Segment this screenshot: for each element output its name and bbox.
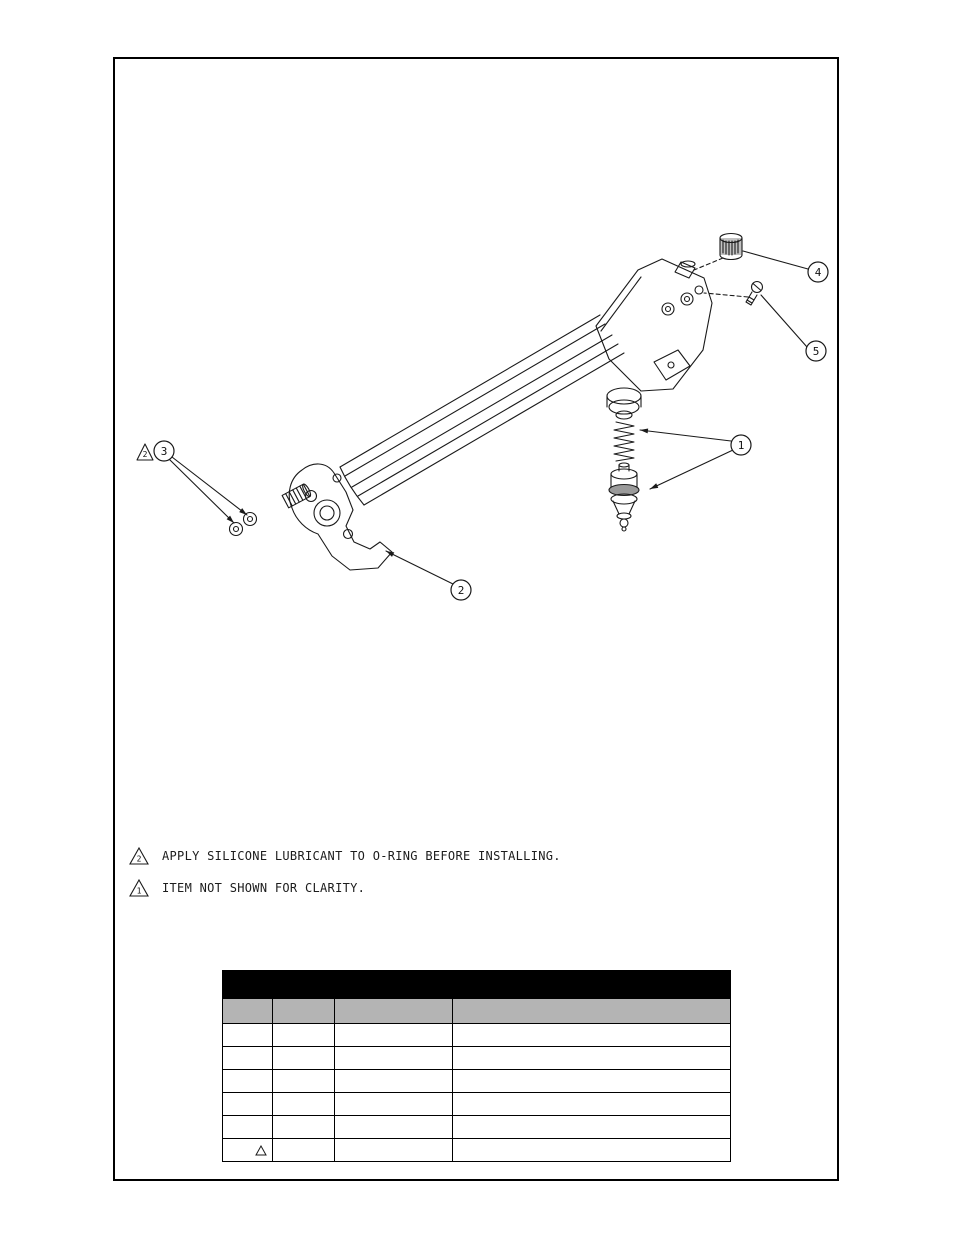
svg-text:1: 1 [738, 439, 745, 452]
parts-table-column-headers [223, 998, 730, 1023]
svg-text:2: 2 [137, 855, 142, 864]
valve-cartridge [608, 462, 640, 532]
parts-table-cell [223, 1070, 273, 1092]
head-assembly [595, 258, 713, 420]
parts-table-cell [273, 1070, 335, 1092]
parts-table-title-bar [223, 971, 730, 998]
parts-table-cell [223, 1047, 273, 1069]
callout-1: 1 [639, 428, 752, 490]
parts-table-row [223, 1138, 730, 1161]
svg-text:5: 5 [813, 345, 820, 358]
parts-table-column-header [223, 999, 273, 1023]
parts-table-cell [273, 1024, 335, 1046]
parts-table-cell [453, 1116, 730, 1138]
parts-table-cell [453, 1047, 730, 1069]
parts-table-cell [453, 1093, 730, 1115]
parts-table-cell [223, 1139, 273, 1161]
row-flag-icon [255, 1144, 267, 1155]
parts-table-row [223, 1115, 730, 1138]
parts-table-cell [223, 1024, 273, 1046]
parts-table-row [223, 1069, 730, 1092]
barrel-tubes [339, 314, 625, 506]
parts-table-cell [453, 1024, 730, 1046]
parts-table [222, 970, 731, 1162]
parts-table-cell [273, 1139, 335, 1161]
parts-table-row [223, 1046, 730, 1069]
note-row: 2 APPLY SILICONE LUBRICANT TO O-RING BEF… [129, 845, 561, 867]
parts-table-cell [273, 1116, 335, 1138]
callout-3: 2 3 [136, 440, 248, 524]
parts-table-cell [453, 1139, 730, 1161]
parts-table-cell [335, 1093, 453, 1115]
parts-table-cell [335, 1047, 453, 1069]
svg-text:4: 4 [815, 266, 822, 279]
svg-text:2: 2 [143, 450, 148, 459]
callout-2: 2 [385, 550, 472, 601]
parts-table-cell [273, 1093, 335, 1115]
set-screw [703, 280, 764, 306]
parts-table-cell [223, 1093, 273, 1115]
parts-table-cell [335, 1116, 453, 1138]
notes-section: 2 APPLY SILICONE LUBRICANT TO O-RING BEF… [129, 845, 561, 909]
callout-4: 4 [742, 250, 829, 283]
parts-table-cell [335, 1139, 453, 1161]
parts-table-column-header [335, 999, 453, 1023]
parts-table-cell [223, 1116, 273, 1138]
parts-table-rows [223, 1023, 730, 1161]
note-flag-1-icon: 1 [129, 879, 149, 897]
washers [228, 511, 258, 537]
parts-table-cell [273, 1047, 335, 1069]
svg-text:3: 3 [161, 445, 168, 458]
callout-5: 5 [760, 294, 827, 362]
cap-nut [693, 232, 743, 271]
note-row: 1 ITEM NOT SHOWN FOR CLARITY. [129, 877, 561, 899]
parts-table-row [223, 1092, 730, 1115]
spring [613, 421, 635, 462]
note-flag-2-icon: 2 [129, 847, 149, 865]
parts-table-column-header [273, 999, 335, 1023]
note-text: APPLY SILICONE LUBRICANT TO O-RING BEFOR… [162, 849, 561, 863]
parts-table-row [223, 1023, 730, 1046]
note-text: ITEM NOT SHOWN FOR CLARITY. [162, 881, 366, 895]
svg-text:2: 2 [458, 584, 465, 597]
parts-table-cell [335, 1070, 453, 1092]
parts-table-column-header [453, 999, 730, 1023]
body-casting [288, 463, 393, 571]
page-border [113, 57, 839, 1181]
parts-table-cell [453, 1070, 730, 1092]
inlet-fitting [281, 483, 312, 509]
svg-text:1: 1 [137, 887, 142, 896]
parts-table-cell [335, 1024, 453, 1046]
